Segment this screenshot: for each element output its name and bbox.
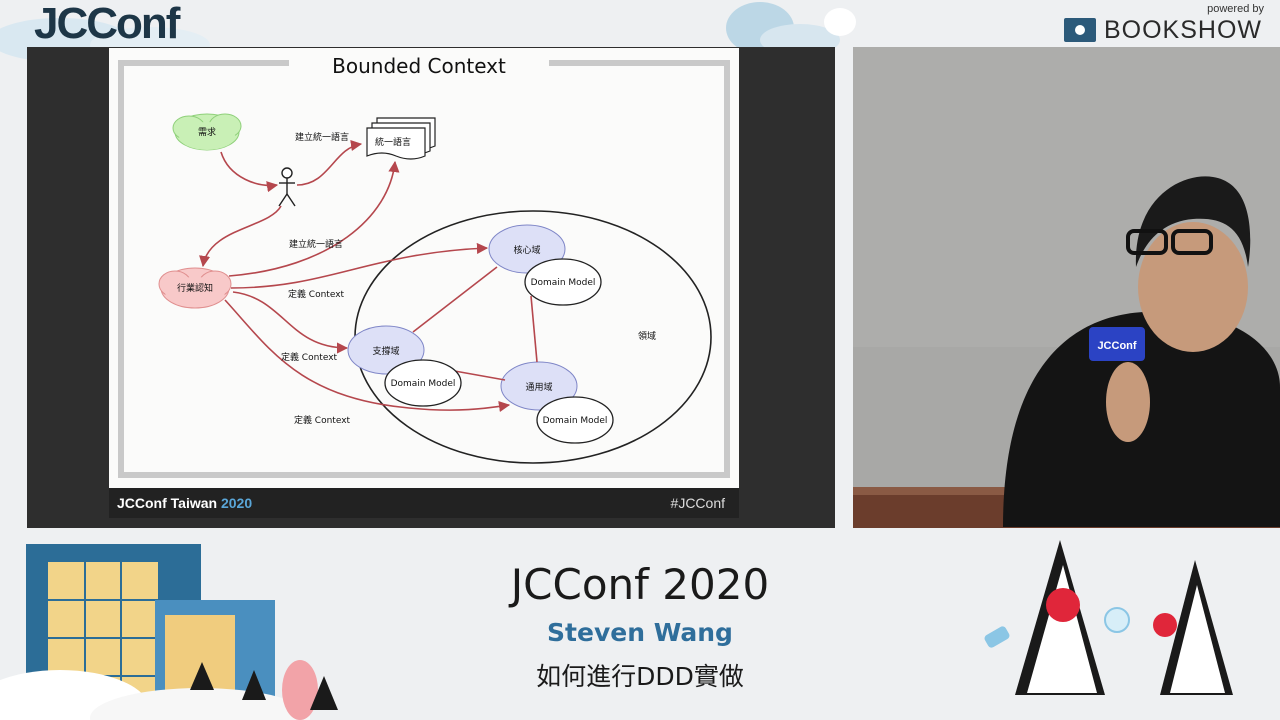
- arrow-industry-core: [230, 242, 489, 289]
- footer-brand-prefix: JCConf Taiwan: [117, 495, 221, 511]
- requirement-label: 需求: [198, 126, 216, 138]
- link-supporting-generic: [448, 369, 506, 381]
- link-supporting-core: [412, 266, 498, 333]
- industry-knowledge-label: 行業認知: [177, 282, 213, 294]
- core-domain-model-label: Domain Model: [531, 278, 596, 288]
- core-domain-label: 核心域: [513, 244, 540, 256]
- generic-domain-model: [536, 396, 614, 444]
- slide-title: Bounded Context: [289, 51, 549, 81]
- edge-label-define-context-1: 定義 Context: [288, 288, 345, 300]
- arrow-industry-supporting: [232, 291, 349, 354]
- arrow-industry-generic: [224, 299, 511, 413]
- generic-domain-model-label: Domain Model: [543, 416, 608, 426]
- supporting-domain-label: 支撐域: [372, 345, 399, 357]
- svg-text:JCConf: JCConf: [1097, 340, 1136, 352]
- talk-title: 如何進行DDD實做: [536, 662, 744, 691]
- core-domain-model: [524, 258, 602, 306]
- generic-domain-label: 通用域: [525, 381, 552, 393]
- slide-footer-brand: JCConf Taiwan 2020: [117, 495, 252, 511]
- speaker-face: [1138, 222, 1248, 352]
- edge-label-build-language-1: 建立統一語言: [295, 131, 349, 143]
- duke-mascot-illustration: [984, 540, 1233, 695]
- arrow-person-language: [296, 139, 363, 186]
- industry-knowledge-cloud: [158, 267, 232, 309]
- language-label: 統一語言: [375, 136, 411, 148]
- document-stack-icon: [366, 117, 436, 160]
- arrow-person-industry: [199, 205, 282, 268]
- microphone-flag: [1089, 327, 1145, 361]
- requirement-cloud: [172, 113, 242, 151]
- domain-label: 領域: [638, 330, 656, 342]
- person-icon: [278, 167, 296, 207]
- slide-footer: JCConf Taiwan 2020 #JCConf: [109, 488, 739, 518]
- sponsor-name: BOOKSHOW: [1103, 15, 1262, 44]
- supporting-domain-model: [384, 359, 462, 407]
- speaker-name: Steven Wang: [547, 618, 733, 647]
- speaker-video-frame: JCConf: [853, 47, 1280, 528]
- speaker-hand: [1106, 362, 1150, 442]
- link-core-generic: [530, 295, 538, 363]
- slide-panel: 需求 統一語言 建立統一語言 建立統一語言 行業認知 核心域 支撐域 通用域 D…: [27, 47, 835, 528]
- generic-domain-node: [500, 361, 578, 411]
- edge-label-define-context-2: 定義 Context: [281, 351, 338, 363]
- sponsor-logo: BOOKSHOW: [1063, 15, 1262, 44]
- speaker-hair: [1135, 176, 1251, 267]
- slide: 需求 統一語言 建立統一語言 建立統一語言 行業認知 核心域 支撐域 通用域 D…: [109, 48, 739, 488]
- slide-footer-hashtag: #JCConf: [670, 495, 725, 511]
- building-illustration: [0, 544, 338, 720]
- powered-by-label: powered by: [1207, 3, 1264, 15]
- edge-label-define-context-3: 定義 Context: [294, 414, 351, 426]
- supporting-domain-model-label: Domain Model: [391, 379, 456, 389]
- duke-nose: [1046, 588, 1080, 622]
- speaker-camera-feed: JCConf: [853, 47, 1280, 528]
- edge-label-build-language-2: 建立統一語言: [289, 238, 343, 250]
- jcconf-logo: JCConf: [34, 0, 180, 48]
- arrow-industry-language: [228, 160, 400, 277]
- footer-year: 2020: [220, 495, 253, 511]
- bounded-context-diagram: 需求 統一語言 建立統一語言 建立統一語言 行業認知 核心域 支撐域 通用域 D…: [158, 113, 712, 464]
- bookshow-icon: [1063, 18, 1096, 42]
- event-title: JCConf 2020: [510, 560, 770, 609]
- arrow-requirement-person: [220, 151, 279, 193]
